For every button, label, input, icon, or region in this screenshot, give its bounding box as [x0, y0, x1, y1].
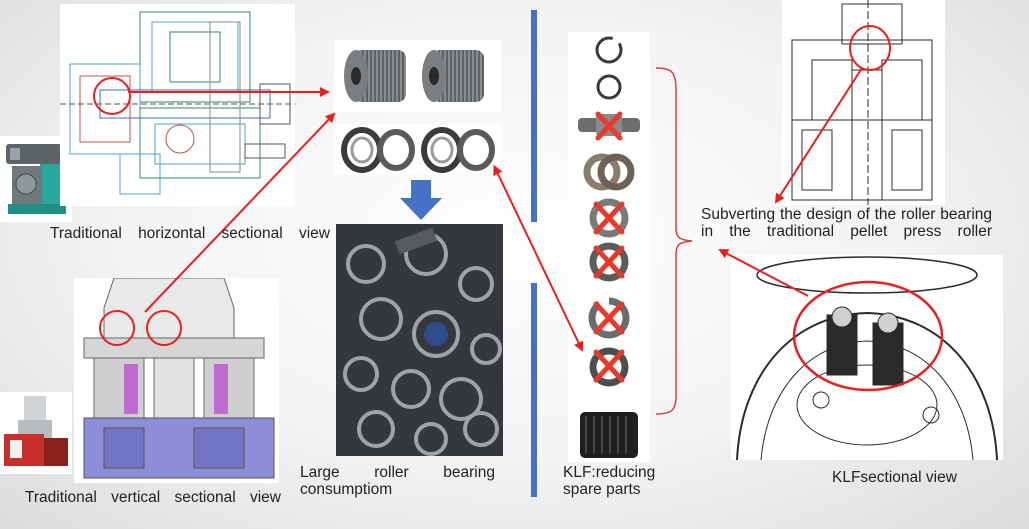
highlight-circle-horizontal — [93, 77, 131, 115]
caption-horizontal-view: Traditional horizontal sectional view — [50, 225, 330, 242]
cross-marks — [593, 111, 625, 383]
klf-sectional-drawing — [731, 255, 1003, 460]
klf-vertical-drawing — [782, 0, 945, 205]
highlight-circle-klf-vertical — [849, 25, 891, 71]
highlight-circle-klf-sectional — [792, 280, 944, 392]
caption-subverting-design: Subverting the design of the roller bear… — [701, 206, 992, 240]
arrow-bearings-to-parts — [493, 164, 584, 352]
spare-parts-brace — [655, 67, 693, 415]
highlight-circle-vertical-right — [146, 310, 182, 346]
arrow-vertical-to-rollers — [144, 112, 336, 313]
arrow-klf-vertical-to-text — [774, 67, 863, 204]
vertical-sectional-drawing — [74, 278, 279, 483]
divider-bar-bottom — [531, 283, 537, 497]
caption-klf-spare-parts: KLF:reducing spare parts — [563, 464, 656, 498]
arrow-klf-sectional-to-text — [718, 249, 809, 297]
down-arrow-icon — [398, 180, 444, 222]
vertical-pellet-mill-photo — [0, 392, 72, 474]
caption-vertical-view: Traditional vertical sectional view — [25, 489, 281, 506]
highlight-circle-vertical-left — [99, 310, 135, 346]
tapered-bearings-photo — [334, 124, 501, 174]
horizontal-sectional-drawing — [60, 4, 295, 206]
press-rollers-photo — [334, 40, 501, 112]
caption-bearing-consumption: Large roller bearing consumptiom — [300, 464, 495, 498]
scrap-bearings-photo — [336, 224, 503, 456]
caption-klf-sectional: KLFsectional view — [832, 469, 957, 486]
divider-bar-top — [531, 10, 537, 222]
